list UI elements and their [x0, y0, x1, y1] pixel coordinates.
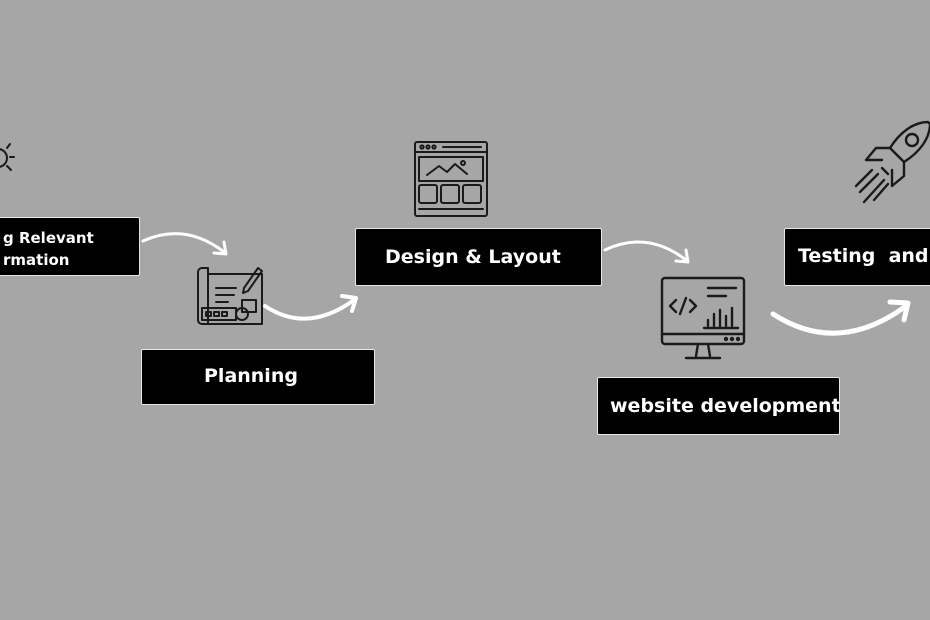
- flow-arrow-4: [770, 299, 911, 336]
- flow-arrow-3: [603, 240, 690, 264]
- web-layout-icon: [414, 141, 488, 217]
- step-gathering-information-box: g Relevant rmation: [0, 217, 140, 276]
- flow-arrow-1: [141, 232, 228, 256]
- step-gathering-label-line2: rmation: [3, 251, 70, 269]
- step-planning-label: Planning: [204, 365, 298, 387]
- step-testing-launch-label: Testing and L: [798, 245, 929, 267]
- flow-arrow-2: [263, 294, 358, 321]
- blueprint-pencil-icon: [197, 267, 263, 325]
- step-website-development-box: website development: [597, 377, 840, 435]
- step-testing-launch-box: Testing and L: [784, 228, 930, 286]
- monitor-code-icon: [660, 276, 746, 360]
- step-design-layout-label: Design & Layout: [385, 246, 561, 268]
- lightbulb-icon: [0, 143, 15, 171]
- step-gathering-label-line1: g Relevant: [3, 229, 94, 247]
- rocket-icon: [854, 120, 930, 204]
- step-planning-box: Planning: [141, 349, 375, 405]
- step-design-layout-box: Design & Layout: [355, 228, 602, 286]
- step-website-development-label: website development: [610, 395, 840, 417]
